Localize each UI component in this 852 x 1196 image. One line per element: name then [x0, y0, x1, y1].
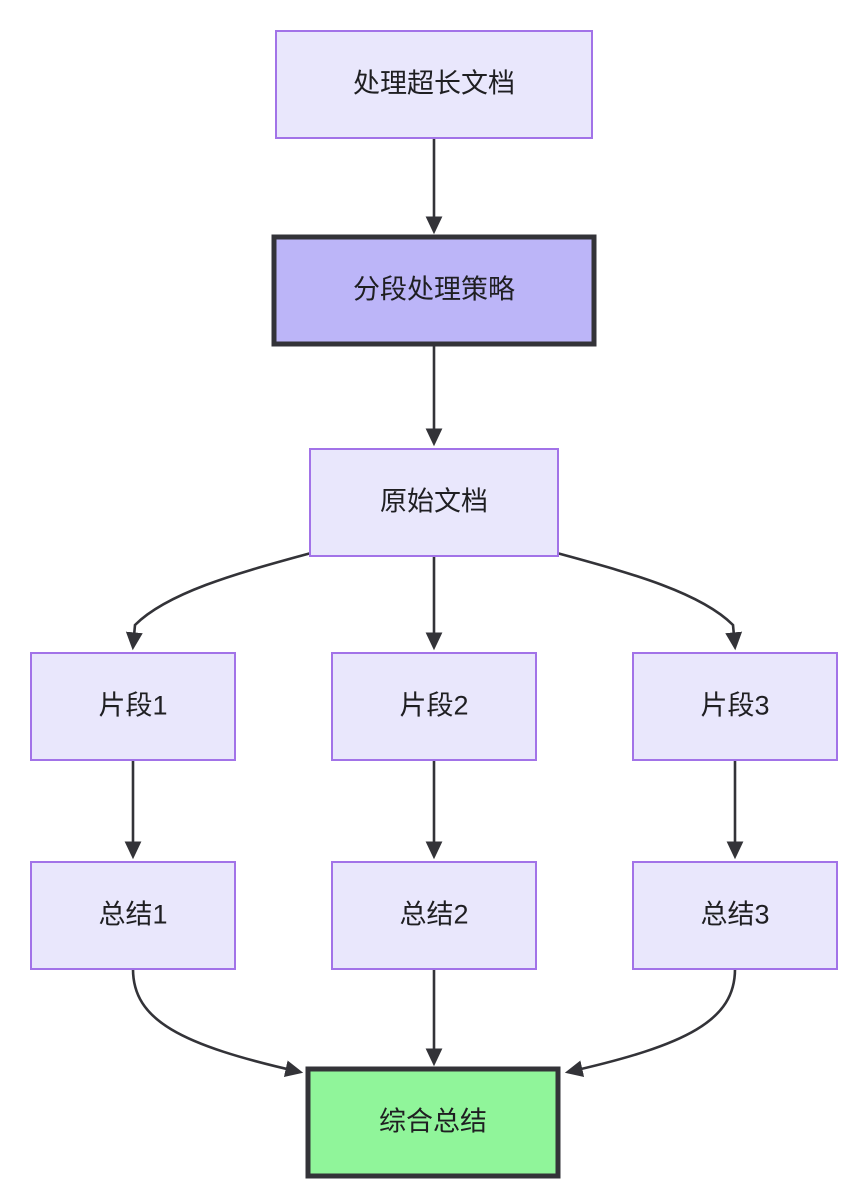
node-box-n10[interactable] — [305, 1066, 561, 1179]
node-n7[interactable]: 总结1 — [30, 861, 236, 970]
node-label-n3: 原始文档 — [380, 487, 488, 517]
node-label-n10: 综合总结 — [379, 1107, 487, 1137]
node-label-n8: 总结2 — [399, 900, 468, 930]
node-label-n9: 总结3 — [700, 900, 769, 930]
node-box-n3[interactable] — [309, 448, 559, 557]
node-label-n2: 分段处理策略 — [353, 275, 515, 305]
node-n4[interactable]: 片段1 — [30, 652, 236, 761]
node-box-n9[interactable] — [632, 861, 838, 970]
node-n8[interactable]: 总结2 — [331, 861, 537, 970]
node-box-n1[interactable] — [275, 30, 593, 139]
node-box-n2[interactable] — [271, 234, 597, 347]
node-label-n6: 片段3 — [700, 691, 769, 721]
edge-n7-to-n10 — [131, 968, 304, 1078]
node-label-n4: 片段1 — [98, 691, 167, 721]
node-n2[interactable]: 分段处理策略 — [271, 234, 597, 347]
node-box-n8[interactable] — [331, 861, 537, 970]
node-label-n5: 片段2 — [399, 691, 468, 721]
node-label-n7: 总结1 — [98, 900, 167, 930]
node-box-n6[interactable] — [632, 652, 838, 761]
edge-n3-to-n6 — [556, 551, 743, 651]
edges-layer — [124, 138, 744, 1078]
node-n9[interactable]: 总结3 — [632, 861, 838, 970]
node-n6[interactable]: 片段3 — [632, 652, 838, 761]
edge-n3-to-n4 — [125, 551, 312, 651]
node-box-n5[interactable] — [331, 652, 537, 761]
node-label-n1: 处理超长文档 — [353, 69, 515, 99]
node-box-n4[interactable] — [30, 652, 236, 761]
node-box-n7[interactable] — [30, 861, 236, 970]
node-n1[interactable]: 处理超长文档 — [275, 30, 593, 139]
node-n3[interactable]: 原始文档 — [309, 448, 559, 557]
node-n5[interactable]: 片段2 — [331, 652, 537, 761]
node-n10[interactable]: 综合总结 — [305, 1066, 561, 1179]
edge-n9-to-n10 — [564, 968, 737, 1078]
